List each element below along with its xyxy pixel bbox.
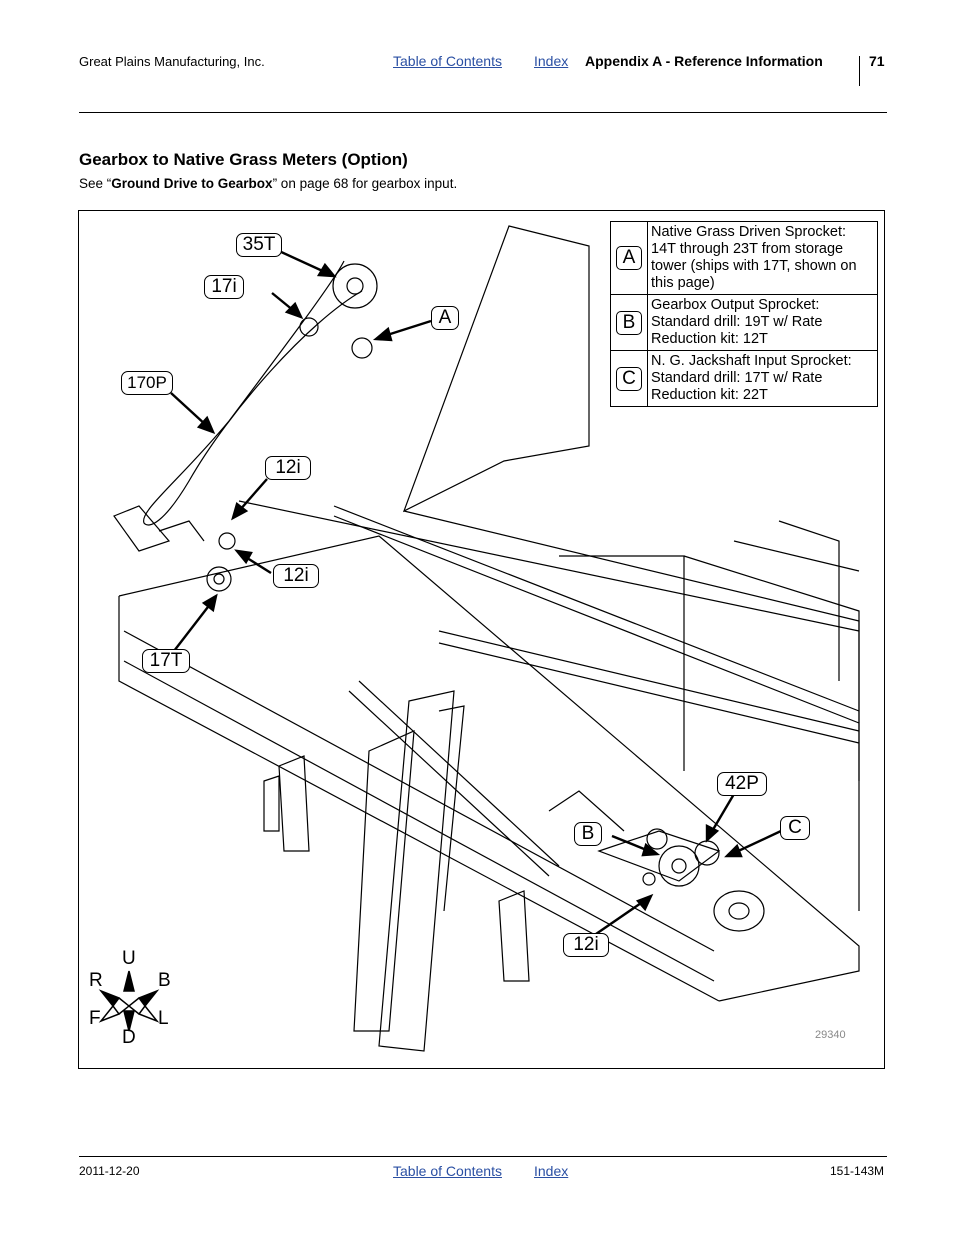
- intro-prefix: See “: [79, 176, 112, 191]
- legend-row-c: C N. G. Jackshaft Input Sprocket: Standa…: [610, 350, 878, 407]
- compass-up-label: U: [122, 948, 136, 969]
- legend-row-b: B Gearbox Output Sprocket: Standard dril…: [610, 294, 878, 351]
- footer-doc-number: 151-143M: [830, 1164, 885, 1178]
- footer-date: 2011-12-20: [79, 1164, 140, 1178]
- intro-suffix: ” on page 68 for gearbox input.: [272, 176, 458, 191]
- page-title: Gearbox to Native Grass Meters (Option): [79, 150, 408, 169]
- callout-35t: 35T: [236, 233, 282, 257]
- figure-number: 29340: [815, 1029, 846, 1041]
- legend-key-a: A: [616, 246, 642, 270]
- callout-42p: 42P: [717, 772, 767, 796]
- machine-illustration: [98, 225, 860, 1052]
- figure-frame: 35T 17i A 170P 12i 12i 17T 42P B C 12i A…: [78, 210, 885, 1069]
- callout-c: C: [780, 816, 810, 840]
- footer-index-link[interactable]: Index: [534, 1163, 569, 1179]
- header-rule: [79, 112, 887, 113]
- callout-170p: 170P: [121, 371, 173, 395]
- legend-text-a: Native Grass Driven Sprocket: 14T throug…: [647, 221, 878, 295]
- header-section-title: Appendix A - Reference Information: [585, 53, 823, 69]
- header-divider: [859, 56, 860, 86]
- intro-paragraph: See “Ground Drive to Gearbox” on page 68…: [79, 175, 479, 192]
- compass-down-label: D: [122, 1027, 136, 1048]
- callout-12i-lower: 12i: [563, 933, 609, 957]
- callout-17t: 17T: [142, 649, 190, 673]
- legend-row-a: A Native Grass Driven Sprocket: 14T thro…: [610, 221, 878, 295]
- sprocket-legend-table: A Native Grass Driven Sprocket: 14T thro…: [610, 221, 878, 407]
- compass-rose: [98, 970, 160, 1032]
- legend-text-b: Gearbox Output Sprocket: Standard drill:…: [647, 294, 878, 351]
- legend-key-b: B: [616, 310, 642, 335]
- footer-toc-link[interactable]: Table of Contents: [393, 1163, 502, 1179]
- legend-key-c: C: [616, 366, 642, 391]
- legend-text-c: N. G. Jackshaft Input Sprocket: Standard…: [647, 350, 878, 407]
- header-company: Great Plains Manufacturing, Inc.: [79, 54, 265, 69]
- compass-front-label: F: [89, 1008, 101, 1029]
- callout-a: A: [431, 306, 459, 330]
- header-toc-link[interactable]: Table of Contents: [393, 53, 502, 69]
- callout-12i-middle: 12i: [273, 564, 319, 588]
- compass-left-label: L: [158, 1008, 169, 1029]
- compass-right-label: R: [89, 970, 103, 991]
- footer-rule: [79, 1156, 887, 1157]
- intro-reference: Ground Drive to Gearbox: [111, 176, 273, 191]
- callout-12i-upper: 12i: [265, 456, 311, 480]
- header-index-link[interactable]: Index: [534, 53, 569, 69]
- callout-b: B: [574, 822, 602, 846]
- callout-17i-upper: 17i: [204, 275, 244, 299]
- compass-back-label: B: [158, 970, 171, 991]
- page-number: 71: [869, 53, 885, 69]
